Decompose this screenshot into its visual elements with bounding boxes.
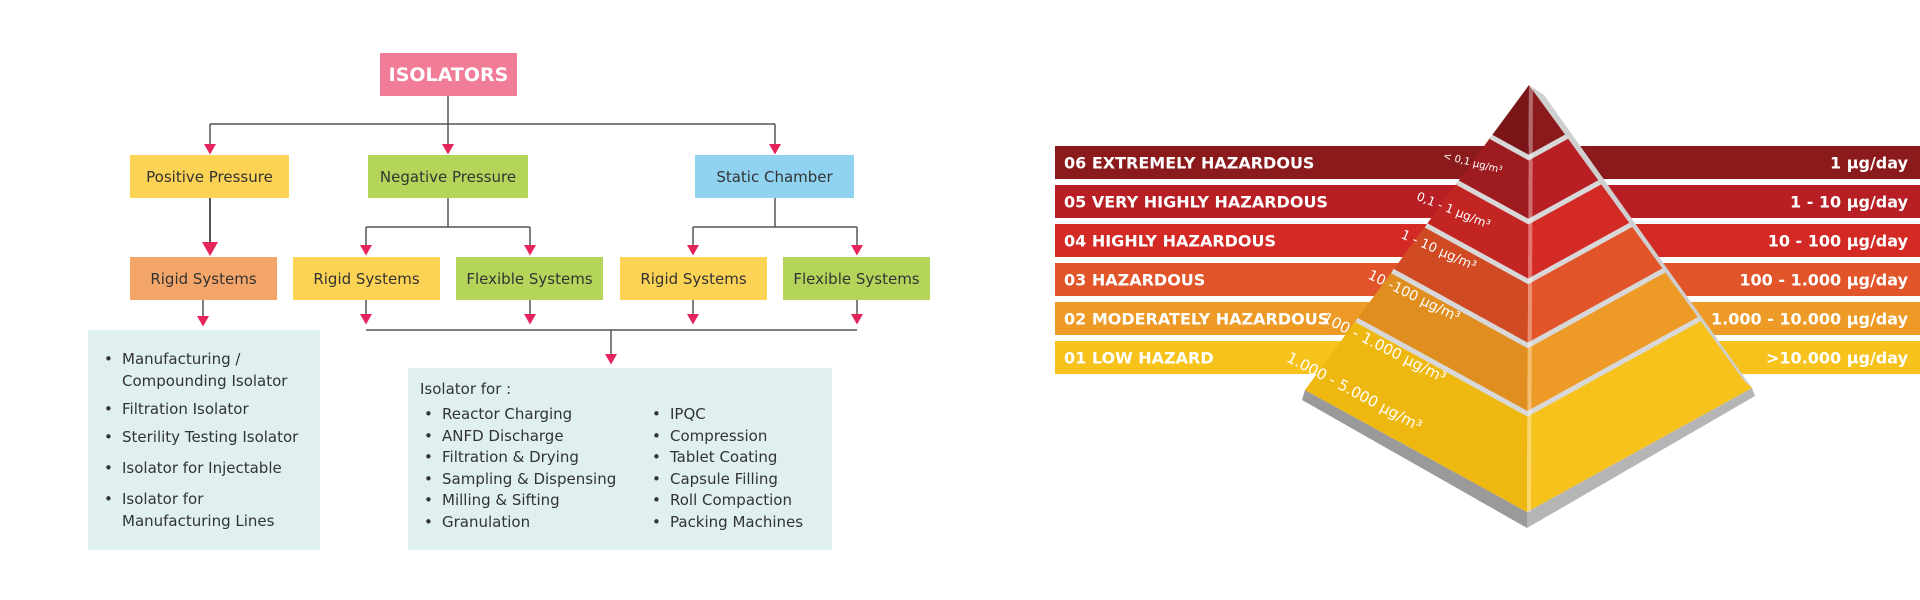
hazard-level-label-04: 04 HIGHLY HAZARDOUS (1064, 232, 1276, 251)
hazard-dose-label-05: 1 - 10 µg/day (1790, 193, 1909, 212)
pyramid-ridge (1529, 85, 1752, 388)
negative-rigid-systems-node: Rigid Systems (293, 257, 440, 300)
hazard-level-label-03: 03 HAZARDOUS (1064, 271, 1205, 290)
isolator-for-column-2: IPQC Compression Tablet Coating Capsule … (648, 404, 803, 533)
hazard-dose-label-03: 100 - 1.000 µg/day (1739, 271, 1908, 290)
positive-pressure-node: Positive Pressure (130, 155, 289, 198)
list-item: Isolator for Injectable (100, 457, 310, 479)
isolator-for-panel: Isolator for : Reactor Charging ANFD Dis… (408, 368, 832, 550)
pyramid-left-face-05 (1457, 136, 1529, 222)
pyramid-divider (1489, 134, 1569, 161)
list-item: Packing Machines (648, 512, 803, 534)
list-item: IPQC (648, 404, 803, 426)
list-item: Manufacturing / Compounding Isolator (100, 348, 310, 392)
pyramid-left-face-01 (1305, 319, 1528, 512)
pyramid-left-face-02 (1356, 271, 1528, 414)
hazard-level-label-01: 01 LOW HAZARD (1064, 349, 1214, 368)
list-item: Filtration & Drying (420, 447, 648, 469)
isolator-for-column-1: Reactor Charging ANFD Discharge Filtrati… (420, 404, 648, 533)
list-item: Granulation (420, 512, 648, 534)
hazard-dose-label-01: >10.000 µg/day (1766, 349, 1909, 368)
list-item: Capsule Filling (648, 469, 803, 491)
list-item: Filtration Isolator (100, 398, 310, 420)
pyramid-right-face-02 (1527, 269, 1701, 414)
list-item: Reactor Charging (420, 404, 648, 426)
list-item: Tablet Coating (648, 447, 803, 469)
negative-flexible-systems-node: Flexible Systems (456, 257, 603, 300)
static-flexible-systems-node: Flexible Systems (783, 257, 930, 300)
hazard-level-label-05: 05 VERY HIGHLY HAZARDOUS (1064, 193, 1328, 212)
hazard-dose-label-04: 10 - 100 µg/day (1768, 232, 1909, 251)
hazard-dose-label-06: 1 µg/day (1830, 154, 1909, 173)
hazard-level-label-06: 06 EXTREMELY HAZARDOUS (1064, 154, 1314, 173)
negative-pressure-node: Negative Pressure (368, 155, 528, 198)
list-item: Milling & Sifting (420, 490, 648, 512)
pyramid-left-face-04 (1426, 182, 1529, 282)
positive-isolator-list-panel: Manufacturing / Compounding Isolator Fil… (88, 330, 320, 550)
isolators-root-node: ISOLATORS (380, 53, 517, 96)
pyramid-right-face-01 (1527, 318, 1752, 512)
list-item: Sampling & Dispensing (420, 469, 648, 491)
pyramid-left-face-03 (1392, 225, 1529, 346)
pyramid-divider (1424, 222, 1633, 285)
list-item: ANFD Discharge (420, 426, 648, 448)
positive-rigid-systems-node: Rigid Systems (130, 257, 277, 300)
hazard-level-label-02: 02 MODERATELY HAZARDOUS (1064, 310, 1329, 329)
static-chamber-node: Static Chamber (695, 155, 854, 198)
list-item: Sterility Testing Isolator (100, 426, 310, 448)
list-item: Compression (648, 426, 803, 448)
pyramid-right-face-03 (1527, 224, 1665, 346)
pyramid-divider (1456, 179, 1602, 225)
static-rigid-systems-node: Rigid Systems (620, 257, 767, 300)
pyramid-base-left (1302, 390, 1527, 528)
pyramid-divider (1391, 267, 1667, 349)
list-item: Roll Compaction (648, 490, 803, 512)
isolator-for-title: Isolator for : (420, 380, 512, 398)
hazard-dose-label-02: 1.000 - 10.000 µg/day (1711, 310, 1909, 329)
flowchart-connectors (197, 96, 863, 365)
pyramid-right-face-04 (1528, 182, 1632, 282)
pyramid-edge-highlight (1527, 85, 1533, 512)
list-item: Isolator for Manufacturing Lines (100, 488, 310, 532)
pyramid-base-right (1527, 388, 1755, 528)
pyramid-divider (1355, 316, 1702, 417)
